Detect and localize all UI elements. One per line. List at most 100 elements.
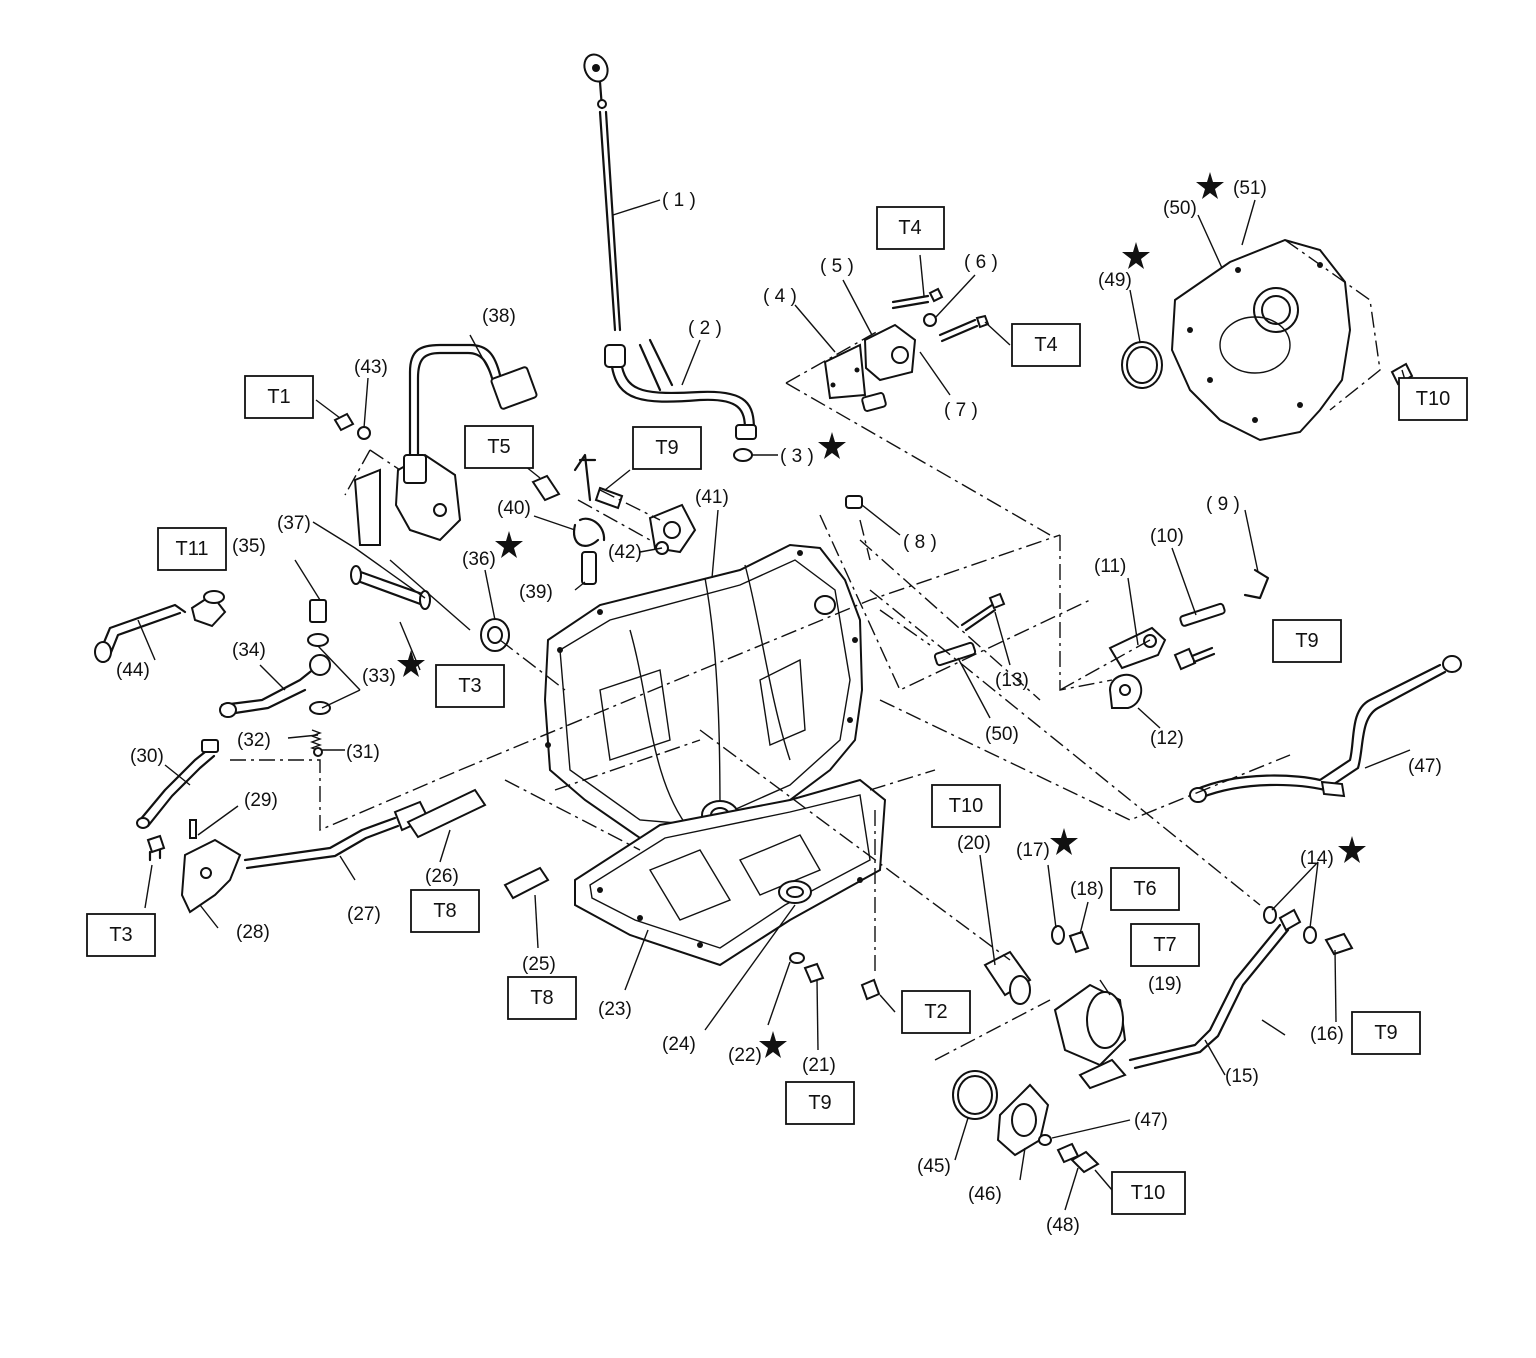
callout-5: ( 5 ) <box>820 256 854 277</box>
torque-label-t8: T8 <box>530 987 553 1009</box>
star-icon <box>759 1031 787 1058</box>
torque-label-t1: T1 <box>267 386 290 408</box>
callout-30: (30) <box>130 746 164 767</box>
detent-spring-plate <box>136 739 242 914</box>
star-icon <box>1196 172 1224 199</box>
star-icon <box>495 531 523 558</box>
oil-filter <box>983 950 1127 1067</box>
callout-40: (40) <box>497 498 531 519</box>
callout-48: (48) <box>1046 1215 1080 1236</box>
callout-47b: (47) <box>1408 756 1442 777</box>
callout-8: ( 8 ) <box>903 532 937 553</box>
callout-35: (35) <box>232 536 266 557</box>
dipstick <box>583 53 622 332</box>
callout-39: (39) <box>519 582 553 603</box>
callout-44: (44) <box>116 660 150 681</box>
callout-10: (10) <box>1150 526 1184 547</box>
torque-label-t3: T3 <box>458 675 481 697</box>
callout-33: (33) <box>362 666 396 687</box>
star-icon <box>397 650 425 677</box>
callout-50b: (50) <box>985 724 1019 745</box>
oil-cooler-fitting <box>219 599 331 718</box>
callout-9: ( 9 ) <box>1206 494 1240 515</box>
callout-24: (24) <box>662 1034 696 1055</box>
callout-16: (16) <box>1310 1024 1344 1045</box>
callout-38: (38) <box>482 306 516 327</box>
star-icon <box>1050 828 1078 855</box>
callout-2: ( 2 ) <box>688 318 722 339</box>
torque-label-t3: T3 <box>109 924 132 946</box>
detent-spring <box>310 729 323 757</box>
assembly-lines <box>230 514 1291 1061</box>
callout-51: (51) <box>1233 178 1267 199</box>
torque-label-t5: T5 <box>487 436 510 458</box>
star-icon <box>1338 836 1366 863</box>
torque-label-t10: T10 <box>1131 1182 1165 1204</box>
callout-36: (36) <box>462 549 496 570</box>
oil-filler-pipe <box>604 338 757 440</box>
drain-plug <box>789 952 825 984</box>
callout-6: ( 6 ) <box>964 252 998 273</box>
callout-42: (42) <box>608 542 642 563</box>
callout-28: (28) <box>236 922 270 943</box>
torque-label-t9: T9 <box>655 437 678 459</box>
pins-right <box>845 495 1226 667</box>
callout-3: ( 3 ) <box>780 446 814 467</box>
callout-37: (37) <box>277 513 311 534</box>
callout-34: (34) <box>232 640 266 661</box>
callout-47a: (47) <box>1134 1110 1168 1131</box>
oil-pipe-47 <box>1189 655 1462 803</box>
torque-label-t8: T8 <box>433 900 456 922</box>
callout-labels: ( 1 ) ( 2 ) ( 3 ) ( 4 ) ( 5 ) ( 6 ) ( 7 … <box>116 178 1442 1236</box>
o-ring-14a <box>1263 906 1277 924</box>
callout-4: ( 4 ) <box>763 286 797 307</box>
callout-26: (26) <box>425 866 459 887</box>
torque-label-t11: T11 <box>176 538 209 560</box>
bolt-t2 <box>860 978 881 1001</box>
callout-17: (17) <box>1016 840 1050 861</box>
extension-case <box>1121 238 1414 442</box>
torque-label-t9: T9 <box>1374 1022 1397 1044</box>
callout-19: (19) <box>1148 974 1182 995</box>
callout-27: (27) <box>347 904 381 925</box>
callout-31: (31) <box>346 742 380 763</box>
o-ring-17 <box>1051 925 1065 945</box>
plug-18 <box>1068 930 1090 954</box>
callout-23: (23) <box>598 999 632 1020</box>
torque-label-t10: T10 <box>1416 388 1450 410</box>
callout-1: ( 1 ) <box>662 190 696 211</box>
oil-pipe-15 <box>1078 908 1302 1090</box>
callout-29: (29) <box>244 790 278 811</box>
star-icon <box>818 432 846 459</box>
callout-20: (20) <box>957 833 991 854</box>
callout-43: (43) <box>354 357 388 378</box>
studs <box>503 866 550 900</box>
callout-21: (21) <box>802 1055 836 1076</box>
callout-32: (32) <box>237 730 271 751</box>
torque-label-t9: T9 <box>808 1092 831 1114</box>
callout-7: ( 7 ) <box>944 400 978 421</box>
inhibitor-switch-assembly <box>785 287 1051 536</box>
seal-36 <box>480 618 510 652</box>
torque-label-t2: T2 <box>924 1001 947 1023</box>
torque-label-t9: T9 <box>1295 630 1318 652</box>
callout-45: (45) <box>917 1156 951 1177</box>
oil-pan <box>574 778 887 967</box>
torque-label-t4: T4 <box>1034 334 1057 356</box>
pipes-left <box>243 788 487 870</box>
callout-12: (12) <box>1150 728 1184 749</box>
torque-label-t7: T7 <box>1153 934 1176 956</box>
pin-39 <box>581 551 597 585</box>
torque-labels: T4 T4 T1 T5 T9 T11 T3 T9 T10 T10 T6 T7 T… <box>86 206 1468 1215</box>
plug-16 <box>1324 932 1354 956</box>
leader-lines <box>137 199 1411 1211</box>
o-ring-14b <box>1303 926 1317 944</box>
hose-40 <box>572 517 606 547</box>
callout-11: (11) <box>1094 556 1126 577</box>
torque-label-t6: T6 <box>1133 878 1156 900</box>
callout-46: (46) <box>968 1184 1002 1205</box>
star-icon <box>1122 242 1150 269</box>
torque-label-t4: T4 <box>898 217 921 239</box>
callout-25: (25) <box>522 954 556 975</box>
